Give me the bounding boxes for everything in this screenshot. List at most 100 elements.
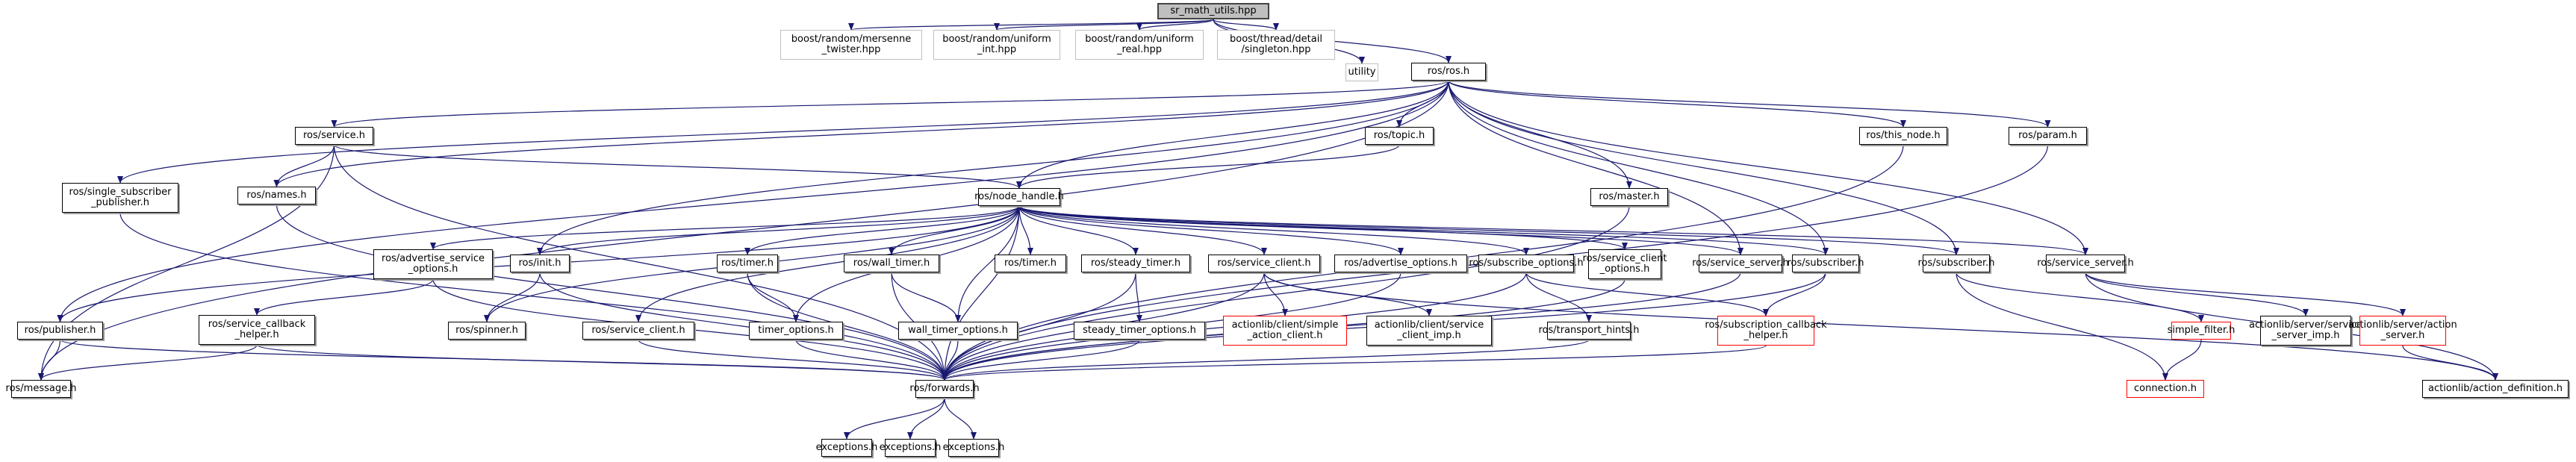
node-label: ros/spinner.h — [455, 325, 518, 336]
node-wto[interactable]: wall_timer_options.h — [898, 322, 1018, 340]
node-conn[interactable]: connection.h — [2127, 380, 2204, 398]
node-label: ros/this_node.h — [1866, 130, 1941, 141]
edge-ros-to-service — [331, 80, 1449, 128]
node-label: exceptions.h — [879, 442, 942, 453]
node-label: actionlib/client/simple _action_client.h — [1231, 319, 1339, 341]
edge-aso-to-sch — [254, 278, 434, 316]
node-ssp[interactable]: ros/single_subscriber _publisher.h — [62, 183, 178, 213]
node-sco[interactable]: ros/service_client _options.h — [1583, 249, 1667, 279]
node-steady[interactable]: ros/steady_timer.h — [1081, 255, 1190, 272]
edge-root-to-mt — [848, 19, 1214, 31]
edge-nh-to-fwd — [942, 205, 1020, 381]
edge-sub2-to-conn — [1956, 272, 2168, 381]
node-ex1[interactable]: exceptions.h — [816, 439, 877, 457]
edge-nh-to-ao — [1018, 205, 1404, 255]
edge-ssp-to-fwd — [119, 212, 948, 381]
node-sub1[interactable]: ros/subscriber.h — [1787, 255, 1864, 272]
node-root[interactable]: sr_math_utils.hpp — [1157, 3, 1269, 19]
node-ss2[interactable]: ros/service_server.h — [2037, 255, 2134, 272]
node-names[interactable]: ros/names.h — [237, 187, 316, 205]
node-label: actionlib/server/action _server.h — [2348, 319, 2457, 341]
edge-nh-to-ss1 — [1018, 205, 1743, 255]
node-ui[interactable]: boost/random/uniform _int.hpp — [933, 30, 1060, 60]
edge-ros-to-msg — [38, 80, 1449, 381]
node-aso[interactable]: ros/advertise_service _options.h — [373, 249, 493, 279]
edge-nh-to-wall — [889, 205, 1020, 255]
edge-init-to-spinner — [484, 272, 541, 322]
node-label: ros/service_client.h — [591, 325, 685, 336]
node-ssi[interactable]: actionlib/server/service _server_imp.h — [2249, 316, 2362, 346]
node-ut[interactable]: utility — [1345, 63, 1378, 81]
node-sac[interactable]: actionlib/client/simple _action_client.h — [1223, 316, 1347, 346]
node-sc1[interactable]: ros/service_client.h — [1208, 255, 1320, 272]
node-as[interactable]: actionlib/server/action _server.h — [2348, 316, 2457, 346]
node-msg[interactable]: ros/message.h — [6, 380, 76, 398]
edge-sch-to-fwd — [256, 344, 948, 381]
edge-fwd-to-ex2 — [907, 397, 945, 440]
node-label: ros/subscriber.h — [1787, 257, 1864, 269]
node-label: simple_filter.h — [2167, 325, 2236, 336]
node-sg[interactable]: boost/thread/detail /singleton.hpp — [1217, 30, 1335, 60]
edge-ros-to-nh — [1016, 80, 1449, 189]
edge-ros-to-param — [1448, 80, 2051, 128]
node-sci[interactable]: actionlib/client/service _client_imp.h — [1366, 316, 1492, 346]
edge-master-to-fwd — [942, 205, 1630, 381]
node-timer1[interactable]: ros/timer.h — [717, 255, 778, 272]
edge-to-to-fwd — [795, 339, 948, 381]
node-ad[interactable]: actionlib/action_definition.h — [2422, 380, 2569, 398]
edge-ss2-to-as — [2085, 272, 2406, 316]
edge-nh-to-timer1 — [744, 205, 1020, 255]
node-sc2[interactable]: ros/service_client.h — [582, 322, 694, 340]
node-ex3[interactable]: exceptions.h — [943, 439, 1004, 457]
node-ao[interactable]: ros/advertise_options.h — [1334, 255, 1467, 272]
node-nh[interactable]: ros/node_handle.h — [974, 188, 1064, 206]
node-wall[interactable]: ros/wall_timer.h — [844, 255, 939, 272]
node-ur[interactable]: boost/random/uniform _real.hpp — [1075, 30, 1204, 60]
node-thisnode[interactable]: ros/this_node.h — [1859, 127, 1947, 145]
node-param[interactable]: ros/param.h — [2009, 127, 2087, 145]
edge-sub2-to-sf — [1956, 272, 2204, 322]
node-sto[interactable]: steady_timer_options.h — [1074, 322, 1205, 340]
node-mt[interactable]: boost/random/mersenne _twister.hpp — [780, 30, 922, 60]
edge-so-to-th — [1525, 272, 1592, 322]
node-label: connection.h — [2134, 383, 2197, 394]
node-label: ros/subscription_callback _helper.h — [1705, 319, 1827, 341]
node-ss1[interactable]: ros/service_server.h — [1692, 255, 1789, 272]
node-label: ros/timer.h — [1004, 257, 1057, 269]
edge-scbh-to-fwd — [942, 345, 1767, 381]
node-fwd[interactable]: ros/forwards.h — [909, 380, 980, 398]
node-init[interactable]: ros/init.h — [510, 255, 570, 272]
edge-sc1-to-ad — [1263, 272, 2498, 381]
node-label: ros/topic.h — [1373, 130, 1425, 141]
node-service[interactable]: ros/service.h — [295, 127, 373, 145]
node-timer2[interactable]: ros/timer.h — [995, 255, 1066, 272]
node-so[interactable]: ros/subscribe_options.h — [1469, 255, 1584, 272]
edge-timer1-to-fwd — [747, 272, 948, 381]
node-sch[interactable]: ros/service_callback _helper.h — [199, 315, 315, 345]
node-label: ros/steady_timer.h — [1090, 257, 1181, 269]
node-ros[interactable]: ros/ros.h — [1411, 63, 1486, 81]
node-sf[interactable]: simple_filter.h — [2168, 322, 2235, 340]
node-pub[interactable]: ros/publisher.h — [17, 322, 103, 340]
node-th[interactable]: ros/transport_hints.h — [1538, 322, 1640, 340]
edge-init-to-fwd — [539, 272, 948, 381]
node-label: ros/service_client _options.h — [1582, 253, 1667, 275]
node-master[interactable]: ros/master.h — [1590, 188, 1668, 206]
node-label: ros/forwards.h — [909, 383, 980, 394]
edge-sch-to-msg — [38, 344, 258, 381]
node-label: ros/publisher.h — [24, 325, 96, 336]
node-label: ros/timer.h — [721, 257, 774, 269]
node-label: boost/thread/detail /singleton.hpp — [1230, 34, 1322, 55]
edge-ros-to-sub1 — [1448, 80, 1829, 255]
node-scbh[interactable]: ros/subscription_callback _helper.h — [1705, 316, 1827, 346]
node-label: boost/random/uniform _int.hpp — [942, 34, 1051, 55]
node-spinner[interactable]: ros/spinner.h — [448, 322, 526, 340]
node-sub2[interactable]: ros/subscriber.h — [1917, 255, 1995, 272]
node-to[interactable]: timer_options.h — [749, 322, 843, 340]
node-ex2[interactable]: exceptions.h — [880, 439, 941, 457]
node-label: ros/wall_timer.h — [853, 257, 930, 269]
node-label: ros/message.h — [5, 383, 77, 394]
node-label: ros/service_client.h — [1217, 257, 1311, 269]
edge-steady-to-sto — [1135, 272, 1142, 322]
node-topic[interactable]: ros/topic.h — [1365, 127, 1434, 145]
